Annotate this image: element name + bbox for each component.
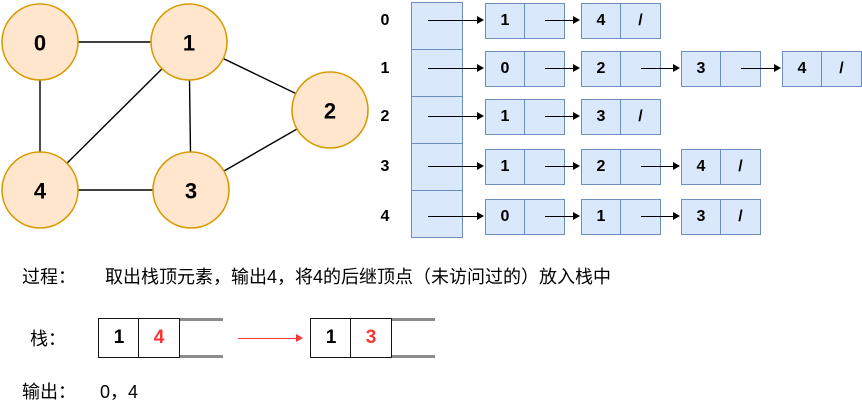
list-node-pointer: [621, 150, 660, 184]
list-node-null-pointer: /: [638, 12, 643, 29]
head-pointer-arrow: [428, 16, 484, 24]
list-node-value: 2: [582, 52, 621, 86]
list-node-pointer: [525, 150, 564, 184]
head-array-cell-3: [411, 143, 463, 191]
next-pointer-arrow: [741, 64, 781, 72]
graph-node-label-0: 0: [34, 31, 46, 56]
list-node-pointer: [621, 200, 660, 234]
list-node-1-0: 0: [485, 51, 565, 87]
next-pointer-arrow: [545, 162, 580, 170]
output-label: 输出：: [22, 382, 76, 402]
list-node-value: 1: [486, 4, 525, 38]
list-node-pointer: [525, 4, 564, 38]
list-node-3-2: 2: [581, 149, 661, 185]
list-node-3-4: 4/: [681, 149, 761, 185]
stack-after-cell: 3: [350, 318, 392, 358]
stack-before-cell: 4: [138, 318, 180, 358]
list-node-pointer: [621, 52, 660, 86]
stack-after-rail-top: [310, 318, 435, 321]
graph-node-label-4: 4: [34, 179, 47, 204]
process-text: 取出栈顶元素，输出4，将4的后继顶点（未访问过的）放入栈中: [105, 267, 612, 287]
head-pointer-arrow: [428, 162, 484, 170]
list-node-2-3: 3/: [581, 99, 661, 135]
list-node-4-3: 3/: [681, 199, 761, 235]
list-node-value: 4: [582, 4, 621, 38]
list-node-1-3: 3: [681, 51, 761, 87]
list-node-value: 3: [582, 100, 621, 134]
stack-before-rail-top: [98, 318, 223, 321]
graph-node-0: [1, 3, 79, 81]
list-node-value: 3: [682, 52, 721, 86]
graph-node-label-3: 3: [185, 179, 197, 204]
list-node-pointer: [525, 200, 564, 234]
graph-node-label-1: 1: [183, 31, 195, 56]
stack-after-rail-bottom: [310, 355, 435, 358]
list-node-value: 0: [486, 200, 525, 234]
list-node-null-pointer: /: [638, 108, 643, 125]
list-node-value: 1: [486, 150, 525, 184]
list-node-value: 2: [582, 150, 621, 184]
head-array-column: [411, 2, 463, 238]
next-pointer-arrow: [545, 112, 580, 120]
next-pointer-arrow: [545, 64, 580, 72]
stack-before-cell: 1: [98, 318, 140, 358]
list-node-3-1: 1: [485, 149, 565, 185]
graph-node-label-2: 2: [324, 99, 336, 124]
head-pointer-arrow: [428, 112, 484, 120]
list-node-null-pointer: /: [738, 208, 743, 225]
list-node-4-0: 0: [485, 199, 565, 235]
head-array-cell-0: [411, 2, 463, 50]
next-pointer-arrow: [641, 212, 680, 220]
graph-node-4: [1, 151, 79, 229]
list-node-value: 3: [682, 200, 721, 234]
graph-node-2: [291, 71, 369, 149]
next-pointer-arrow: [545, 212, 580, 220]
stack-before-rail-bottom: [98, 355, 223, 358]
list-node-value: 4: [682, 150, 721, 184]
next-pointer-arrow: [641, 162, 680, 170]
process-label: 过程：: [22, 267, 76, 287]
output-value: 0，4: [100, 382, 139, 402]
list-node-null-pointer: /: [738, 158, 743, 175]
head-array-cell-4: [411, 190, 463, 238]
list-node-pointer: [525, 100, 564, 134]
next-pointer-arrow: [641, 64, 680, 72]
list-node-pointer: [721, 52, 760, 86]
list-node-value: 0: [486, 52, 525, 86]
list-node-0-4: 4/: [581, 3, 661, 39]
head-pointer-arrow: [428, 64, 484, 72]
graph-canvas: 0 1 2 3 4: [1, 3, 369, 229]
graph-node-1: [150, 3, 228, 81]
list-node-4-1: 1: [581, 199, 661, 235]
list-node-2-1: 1: [485, 99, 565, 135]
list-node-pointer: [525, 52, 564, 86]
list-node-1-4: 4/: [782, 51, 862, 87]
next-pointer-arrow: [545, 16, 580, 24]
list-node-1-2: 2: [581, 51, 661, 87]
graph-node-3: [152, 151, 230, 229]
stack-label: 栈：: [30, 329, 66, 349]
head-array-cell-1: [411, 49, 463, 97]
list-node-0-1: 1: [485, 3, 565, 39]
list-node-value: 4: [783, 52, 822, 86]
stack-after-cell: 1: [310, 318, 352, 358]
list-node-value: 1: [582, 200, 621, 234]
head-pointer-arrow: [428, 212, 484, 220]
list-node-value: 1: [486, 100, 525, 134]
list-node-null-pointer: /: [839, 60, 844, 77]
stack-transition-arrow: [238, 334, 303, 342]
head-array-cell-2: [411, 96, 463, 144]
